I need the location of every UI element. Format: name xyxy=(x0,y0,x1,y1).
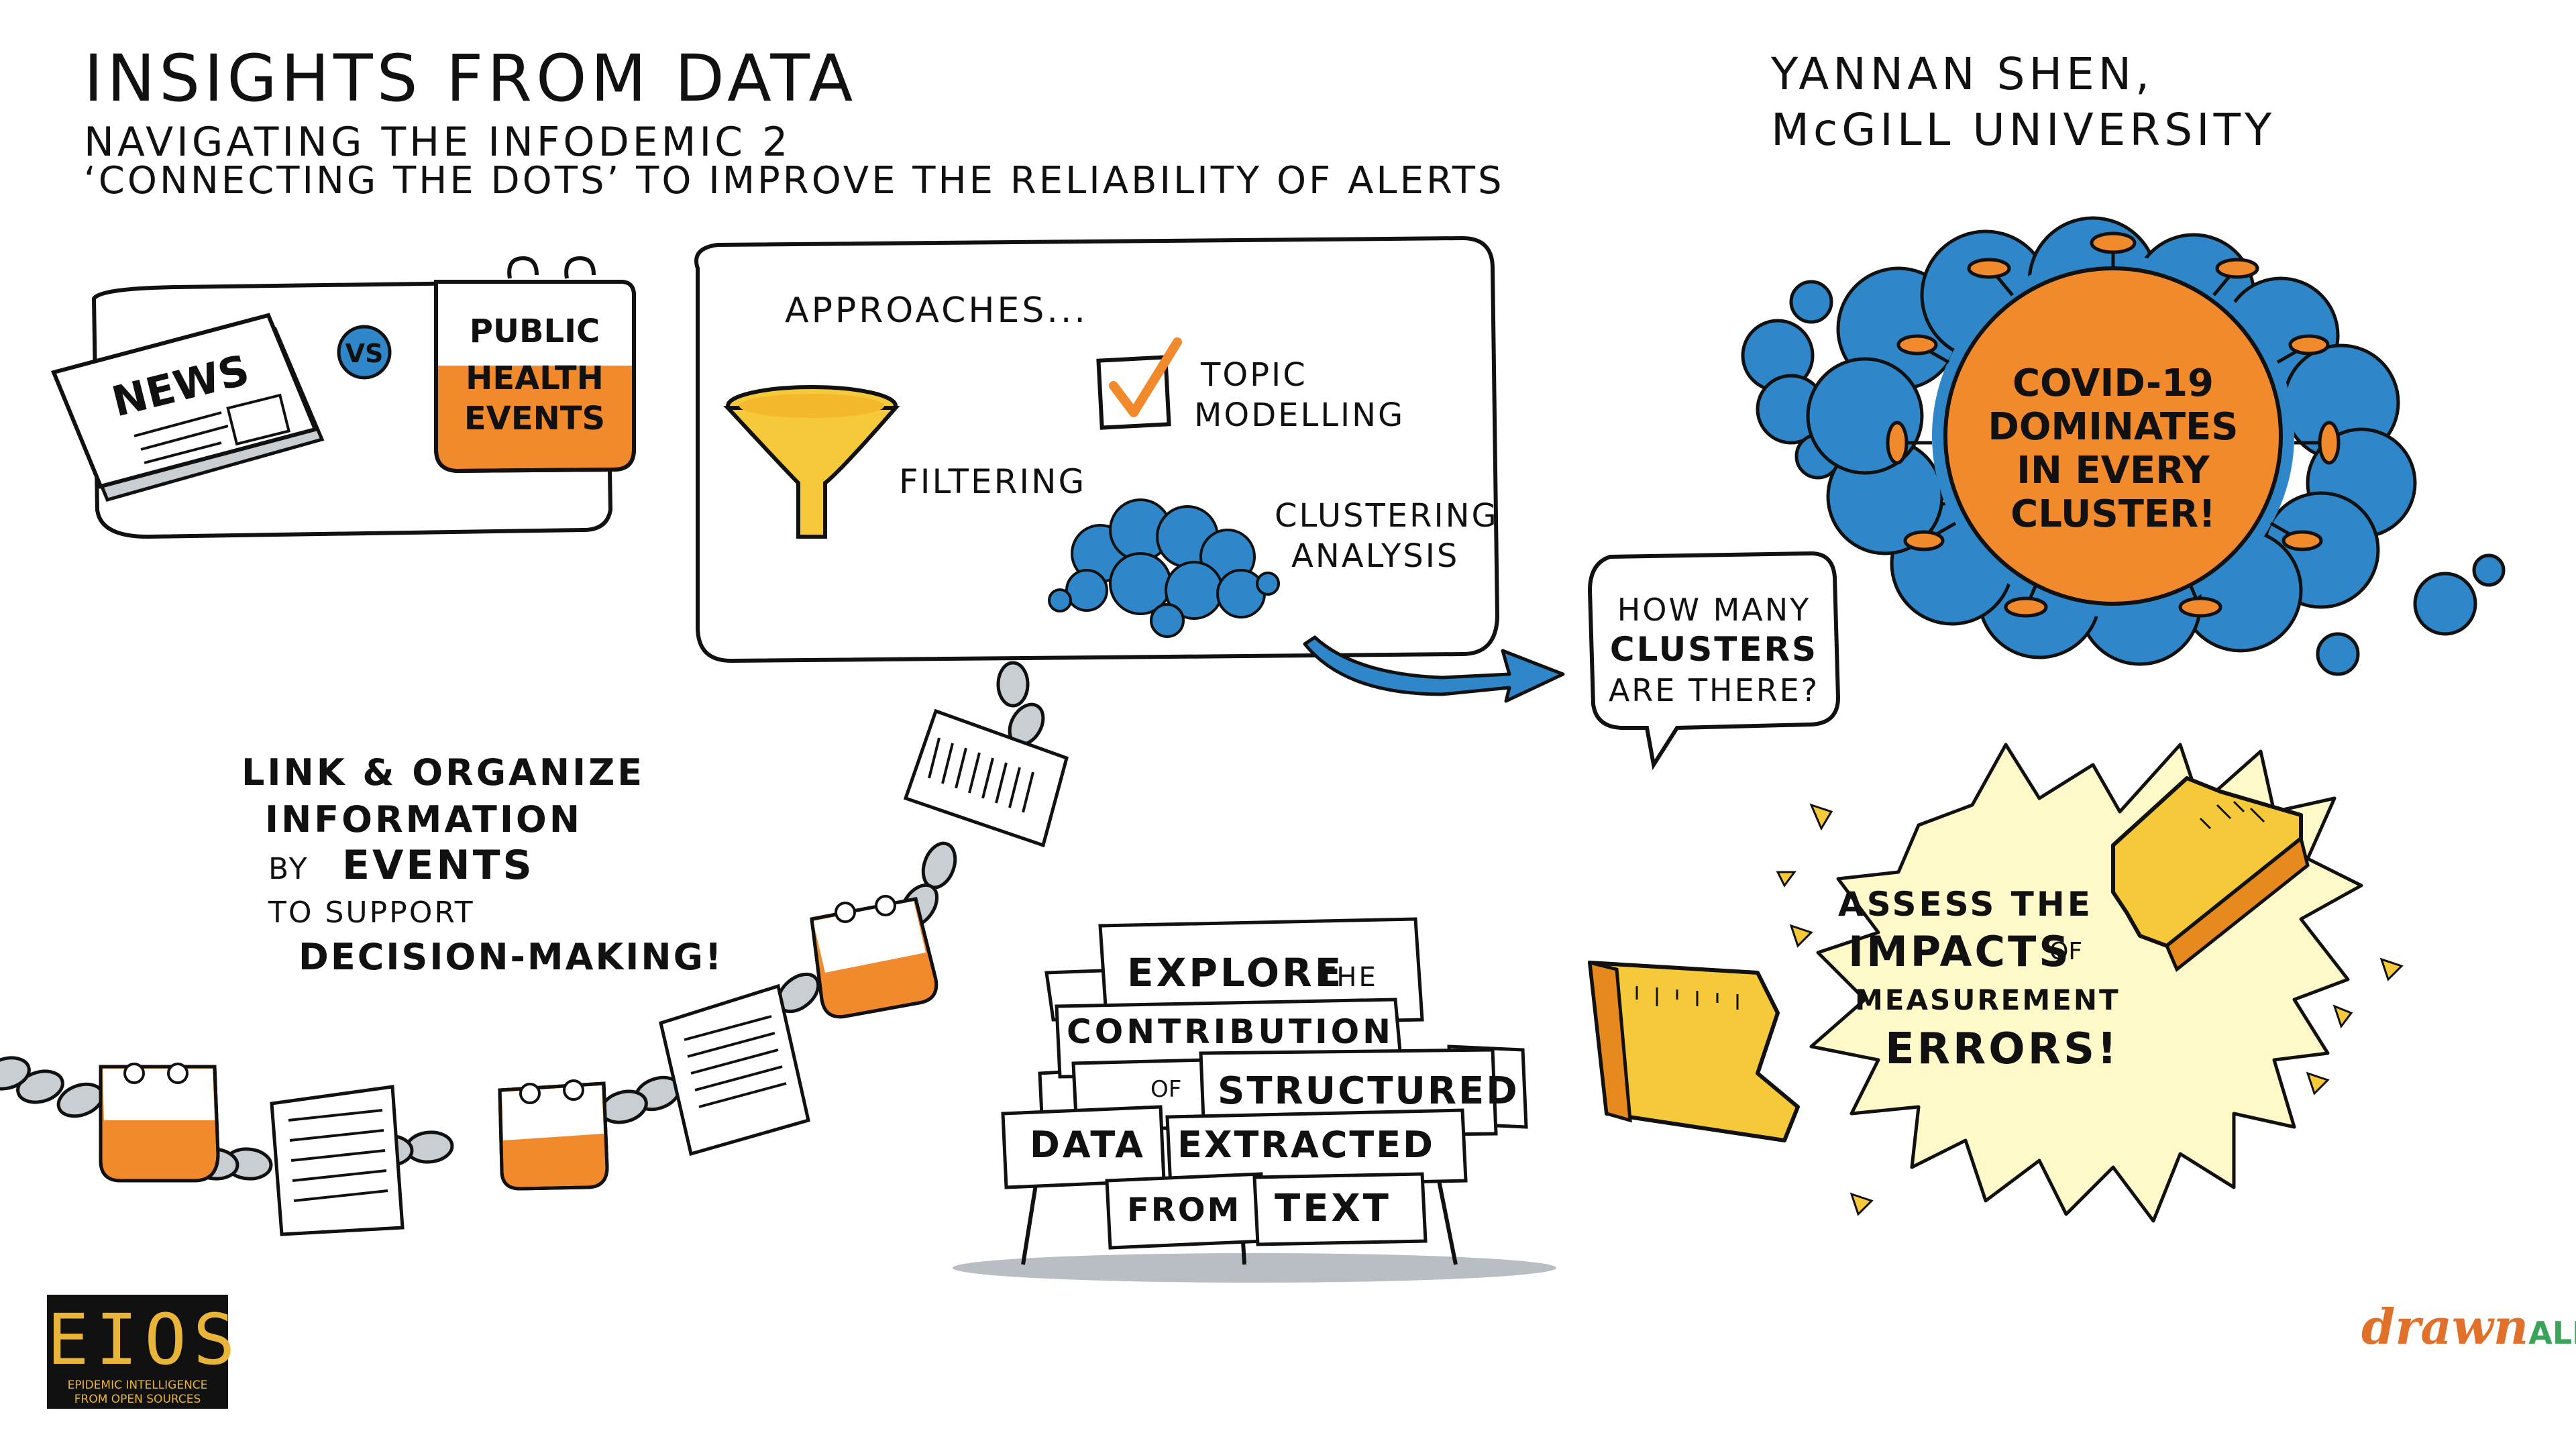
newspaper-icon: NEWS xyxy=(50,313,325,502)
calendar-icon xyxy=(498,1079,609,1191)
approaches-box: APPROACHES... FILTERING TOPIC MODELLING xyxy=(694,235,1500,663)
link-text-block: LINK & ORGANIZE INFORMATION BY EVENTS TO… xyxy=(241,751,724,978)
topic-line-2: MODELLING xyxy=(1194,396,1405,434)
covid-line-2: DOMINATES xyxy=(1988,405,2238,449)
eios-logo-line-2: FROM OPEN SOURCES xyxy=(74,1393,201,1406)
phe-line-1: PUBLIC xyxy=(470,313,600,350)
question-line-2: CLUSTERS xyxy=(1610,630,1818,669)
covid-line-1: COVID-19 xyxy=(2012,362,2214,405)
broken-ruler-icon xyxy=(2111,776,2310,972)
impact-burst: ASSESS THE IMPACTS OF MEASUREMENT ERRORS… xyxy=(1588,743,2404,1223)
subtitle-line-2: ‘CONNECTING THE DOTS’ TO IMPROVE THE REL… xyxy=(84,159,1505,203)
link-line-1: LINK & ORGANIZE xyxy=(241,751,645,794)
eios-logo-wordmark: EIOS xyxy=(47,1299,242,1381)
sign-extracted: EXTRACTED xyxy=(1177,1124,1435,1166)
cloud-cluster-icon xyxy=(1048,498,1280,638)
sign-the: THE xyxy=(1318,962,1378,993)
sign-contribution: CONTRIBUTION xyxy=(1067,1012,1394,1051)
impact-line-1: ASSESS THE xyxy=(1838,885,2093,924)
drawnalism-logo-alism: ALISM xyxy=(2528,1315,2576,1351)
drawnalism-logo: drawnALISM xyxy=(2361,1298,2576,1355)
document-icon xyxy=(270,1085,405,1236)
phe-line-2: HEALTH xyxy=(466,360,604,397)
broken-ruler-icon xyxy=(1588,960,1800,1142)
cluster-line-1: CLUSTERING xyxy=(1275,497,1499,535)
document-icon xyxy=(903,708,1069,848)
filtering-label: FILTERING xyxy=(899,462,1086,501)
impact-line-2-main: IMPACTS xyxy=(1848,927,2072,976)
link-line-5: DECISION-MAKING! xyxy=(299,936,724,978)
vs-badge xyxy=(337,325,392,380)
sign-explore: EXPLORE xyxy=(1127,950,1344,996)
link-line-4: TO SUPPORT xyxy=(268,896,475,930)
calendar-icon xyxy=(99,1063,220,1183)
link-line-3-prefix: BY xyxy=(268,852,309,886)
link-line-3-main: EVENTS xyxy=(342,842,535,889)
author-affiliation: McGILL UNIVERSITY xyxy=(1771,103,2276,156)
sign-of: OF xyxy=(1150,1076,1181,1103)
funnel-icon xyxy=(723,385,900,539)
virus-icon: COVID-19 DOMINATES IN EVERY CLUSTER! xyxy=(1741,216,2506,676)
arrow-icon xyxy=(1303,635,1565,703)
document-icon xyxy=(659,983,810,1157)
sign-data: DATA xyxy=(1030,1124,1146,1166)
speech-bubble-icon: HOW MANY CLUSTERS ARE THERE? xyxy=(1587,551,1841,771)
sign-structured: STRUCTURED xyxy=(1218,1069,1519,1113)
sign-pile-icon: EXPLORE THE CONTRIBUTION OF STRUCTURED D… xyxy=(953,917,1556,1283)
sign-from: FROM xyxy=(1127,1191,1241,1229)
covid-line-4: CLUSTER! xyxy=(2010,492,2216,536)
comparison-panel: NEWS VS PUBLIC HEALTH EVENTS xyxy=(50,256,636,539)
impact-line-2-suffix: OF xyxy=(2049,938,2082,965)
subtitle-line-1: NAVIGATING THE INFODEMIC 2 xyxy=(84,119,792,166)
impact-line-4: ERRORS! xyxy=(1885,1024,2119,1074)
impact-line-3: MEASUREMENT xyxy=(1855,983,2121,1016)
question-line-3: ARE THERE? xyxy=(1609,672,1819,708)
page-title: INSIGHTS FROM DATA xyxy=(84,41,857,116)
drawnalism-logo-drawn: drawn xyxy=(2361,1298,2529,1355)
vs-label: VS xyxy=(345,339,384,368)
cluster-line-2: ANALYSIS xyxy=(1291,537,1459,575)
calendar-icon xyxy=(810,895,938,1019)
sign-text: TEXT xyxy=(1275,1187,1391,1230)
eios-logo-line-1: EPIDEMIC INTELLIGENCE xyxy=(67,1379,208,1392)
author-block: YANNAN SHEN, McGILL UNIVERSITY xyxy=(1771,47,2275,158)
link-line-2: INFORMATION xyxy=(265,798,582,841)
covid-line-3: IN EVERY xyxy=(2017,449,2210,492)
topic-line-1: TOPIC xyxy=(1200,356,1307,394)
approaches-heading: APPROACHES... xyxy=(785,290,1088,331)
calendar-icon: PUBLIC HEALTH EVENTS xyxy=(434,256,636,474)
phe-line-3: EVENTS xyxy=(464,400,605,437)
author-name: YANNAN SHEN, xyxy=(1771,48,2154,100)
eios-logo: EIOS EPIDEMIC INTELLIGENCE FROM OPEN SOU… xyxy=(47,1295,242,1409)
checkbox-icon xyxy=(1096,337,1182,430)
question-line-1: HOW MANY xyxy=(1617,592,1811,628)
